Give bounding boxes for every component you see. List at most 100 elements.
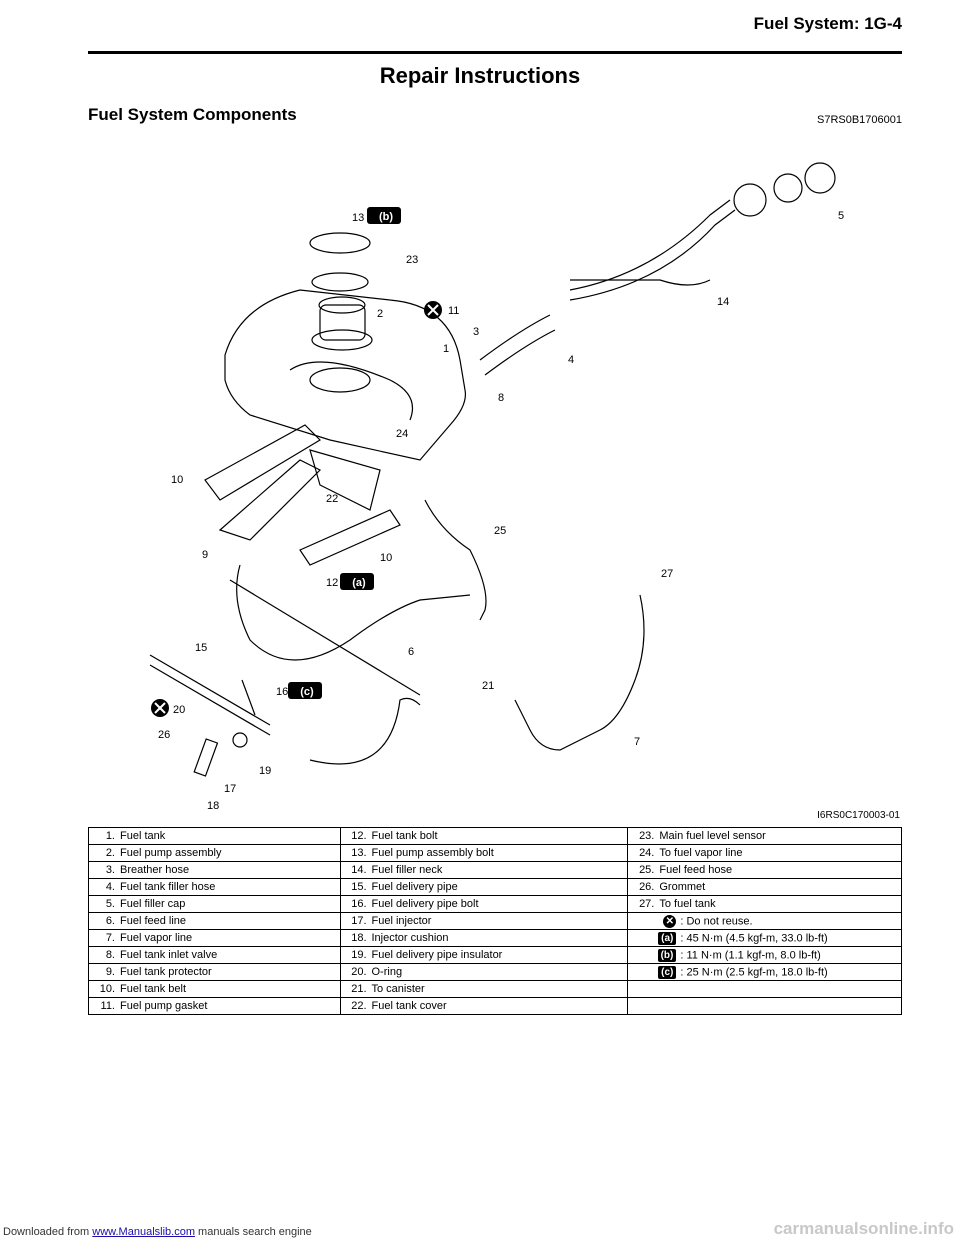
footer-download-note: Downloaded from www.Manualslib.com manua… — [3, 1226, 312, 1238]
symbol-box: (c) — [632, 965, 677, 979]
separator: : — [680, 965, 687, 978]
page-header: Fuel System: 1G-4 — [0, 0, 960, 56]
table-cell: 22.Fuel tank cover — [339, 997, 629, 1015]
do-not-reuse-cross — [154, 702, 166, 714]
part-number: 24. — [639, 847, 655, 859]
part-name: Fuel tank — [120, 830, 166, 842]
table-cell: 9.Fuel tank protector — [88, 963, 341, 981]
torque-icon: (c) — [658, 965, 677, 979]
part-name: Fuel delivery pipe bolt — [371, 898, 479, 910]
part-number: 17. — [351, 915, 367, 927]
table-cell: 25.Fuel feed hose — [627, 861, 902, 879]
part-number: 14. — [351, 864, 367, 876]
page-title: Repair Instructions — [379, 63, 581, 88]
callout-21: 21 — [482, 680, 494, 692]
callout-25: 25 — [494, 525, 506, 537]
table-cell: 11.Fuel pump gasket — [88, 997, 341, 1015]
callout-22: 22 — [326, 493, 338, 505]
do-not-reuse-icon: ✕ — [663, 914, 677, 928]
header-rule — [88, 51, 902, 54]
callout-18: 18 — [207, 800, 219, 812]
table-cell: 23.Main fuel level sensor — [627, 827, 902, 845]
torque-b-label: (b) — [379, 211, 393, 223]
table-row: 2.Fuel pump assembly 13. Fuel pump assembl… — [88, 844, 902, 862]
table-cell: 18.Injector cushion — [339, 929, 629, 947]
table-cell: 19. Fuel delivery pipe insulator — [339, 946, 629, 964]
part-name: Fuel vapor line — [120, 932, 193, 944]
callout-11: 11 — [448, 305, 459, 317]
table-cell: 13. Fuel pump assembly bolt — [339, 844, 629, 862]
table-cell — [627, 980, 902, 998]
part-name: Fuel tank belt — [120, 983, 187, 995]
part-number: 15. — [351, 881, 367, 893]
table-cell: 14.Fuel filler neck — [339, 861, 629, 879]
callout-27: 27 — [661, 568, 673, 580]
separator: : — [680, 948, 687, 961]
symbol-box: (a) — [632, 931, 677, 945]
callout-2: 2 — [377, 308, 383, 320]
part-name: Fuel pump assembly bolt — [371, 847, 494, 859]
table-cell: 5. Fuel filler cap — [88, 895, 341, 913]
separator: : — [680, 914, 687, 927]
torque-c-icon — [288, 682, 322, 699]
callout-10b: 10 — [380, 552, 392, 564]
table-cell: 26. Grommet — [627, 878, 902, 896]
part-number: 13. — [351, 847, 367, 859]
part-number: 27. — [639, 898, 655, 910]
table-cell: 12.Fuel tank bolt — [339, 827, 629, 845]
part-number: 19. — [351, 949, 367, 961]
table-cell: 21.To canister — [339, 980, 629, 998]
part-name: Grommet — [659, 881, 706, 893]
part-name: Fuel feed line — [120, 915, 187, 927]
callout-13: 13 — [352, 212, 364, 224]
callout-16: 16 — [276, 686, 288, 698]
callout-4: 4 — [568, 354, 574, 366]
table-cell: 16. Fuel delivery pipe bolt — [339, 895, 629, 913]
diagram-linework — [149, 162, 836, 777]
callout-17: 17 — [224, 783, 236, 795]
part-number: 5. — [105, 898, 115, 910]
callout-23: 23 — [406, 254, 418, 266]
part-name: Fuel tank filler hose — [120, 881, 216, 893]
header-title: Fuel System: 1G-4 — [753, 14, 902, 33]
table-row: 4. Fuel tank filler hose 15.Fuel delivery … — [88, 878, 902, 896]
callout-1: 1 — [443, 343, 449, 355]
symbol-description: 45 N·m (4.5 kgf-m, 33.0 lb-ft) — [686, 931, 828, 944]
part-name: Fuel filler cap — [120, 898, 186, 910]
part-number: 16. — [351, 898, 367, 910]
part-name: Main fuel level sensor — [659, 830, 766, 842]
fuel-system-diagram: 1 2 3 4 5 6 7 8 9 10 10 11 12 13 14 15 1… — [90, 140, 902, 820]
table-cell: 17.Fuel injector — [339, 912, 629, 930]
page-footer: Downloaded from www.Manualslib.com manua… — [0, 1219, 960, 1242]
watermark: carmanualsonline.info — [773, 1219, 954, 1238]
part-number: 1. — [105, 830, 115, 842]
callout-14: 14 — [717, 296, 729, 308]
part-number: 9. — [105, 966, 115, 978]
table-cell: (c): 25 N·m (2.5 kgf-m, 18.0 lb-ft) — [627, 963, 902, 981]
part-number: 26. — [639, 881, 655, 893]
table-cell: 8.Fuel tank inlet valve — [88, 946, 341, 964]
part-number: 18. — [351, 932, 367, 944]
manualslib-link[interactable]: www.Manualslib.com — [92, 1226, 195, 1238]
table-cell: 1. Fuel tank — [88, 827, 341, 845]
part-name: Fuel delivery pipe insulator — [371, 949, 503, 961]
part-number: 4. — [105, 881, 115, 893]
part-name: Fuel tank inlet valve — [120, 949, 218, 961]
part-number: 2. — [105, 847, 115, 859]
part-name: To fuel vapor line — [659, 847, 743, 859]
table-cell: 15.Fuel delivery pipe — [339, 878, 629, 896]
table-cell: 2.Fuel pump assembly — [88, 844, 341, 862]
table-row: 8.Fuel tank inlet valve 19. Fuel delivery … — [88, 946, 902, 964]
table-cell: 3.Breather hose — [88, 861, 341, 879]
callout-6: 6 — [408, 646, 414, 658]
symbol-description: Do not reuse. — [686, 914, 753, 927]
section-code: S7RS0B1706001 — [816, 114, 902, 126]
callout-12: 12 — [326, 577, 338, 589]
torque-c-label: (c) — [300, 686, 314, 698]
part-number: 12. — [351, 830, 367, 842]
part-number: 7. — [105, 932, 115, 944]
part-name: Fuel tank cover — [371, 1000, 447, 1012]
